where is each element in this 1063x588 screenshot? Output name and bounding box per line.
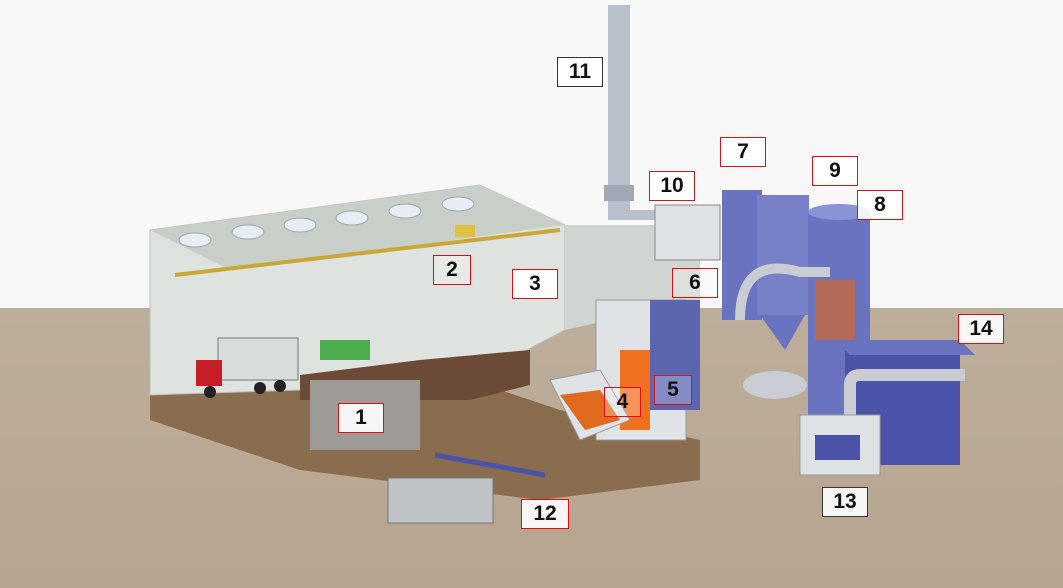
chimney: [608, 5, 630, 220]
pump: [815, 435, 860, 460]
label-11: 11: [557, 57, 603, 87]
label-6: 6: [672, 268, 718, 298]
truck-cab: [196, 360, 222, 386]
flue-gas-fan: [654, 204, 721, 261]
conveyor-green: [320, 340, 370, 360]
label-12: 12: [521, 499, 569, 529]
silo-9: [757, 195, 809, 315]
label-2: 2: [433, 255, 471, 285]
crane-rail: [174, 228, 561, 277]
label-3: 3: [512, 269, 558, 299]
label-1: 1: [338, 403, 384, 433]
tank: [743, 371, 807, 399]
label-8: 8: [857, 190, 903, 220]
label-4: 4: [604, 387, 641, 417]
ash-conveyor: [434, 452, 546, 478]
label-10: 10: [649, 171, 695, 201]
label-9: 9: [812, 156, 858, 186]
crane: [455, 225, 475, 237]
excavation: [150, 380, 700, 500]
label-5: 5: [654, 375, 692, 405]
label-13: 13: [822, 487, 868, 517]
label-14: 14: [958, 314, 1004, 344]
label-7: 7: [720, 137, 766, 167]
truck-trailer: [217, 337, 299, 381]
ash-container: [387, 477, 494, 524]
filter-bags: [815, 280, 855, 340]
